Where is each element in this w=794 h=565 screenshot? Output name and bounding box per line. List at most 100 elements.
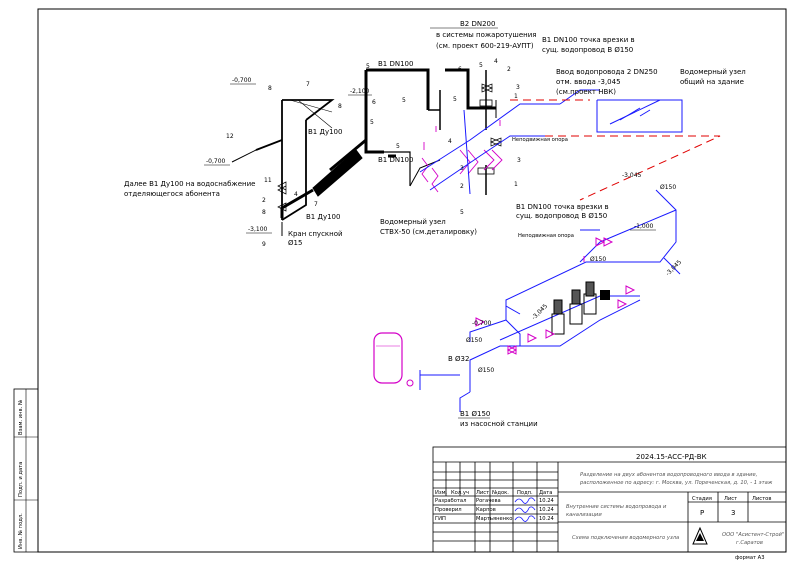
label-b1-cut-top-1: В1 DN100 точка врезки в — [542, 36, 635, 44]
callout-11: 11 — [264, 177, 272, 184]
callout-8c: 8 — [262, 209, 266, 216]
label-drain-2: Ø15 — [288, 239, 302, 247]
label-further-1: Далее В1 Ду100 на водоснабжение — [124, 180, 255, 188]
company-name: ООО "Асистент-Строй" — [722, 532, 784, 538]
sheet-value: 3 — [731, 509, 735, 517]
label-b1-du100-b: В1 Ду100 — [306, 213, 340, 221]
elevation-e2: -0,700 — [206, 158, 226, 165]
col-header-5: Дата — [539, 490, 552, 496]
callout-3b: 3 — [460, 165, 464, 172]
label-b1-cut-top-2: сущ. водопровод В Ø150 — [542, 46, 633, 54]
row-date-1: 10.24 — [539, 507, 555, 513]
label-drain-1: Кран спускной — [288, 230, 343, 238]
label-b1-dn100-a: В1 DN100 — [378, 60, 413, 68]
sheet-frame — [37, 8, 787, 553]
pipe-scheme-lower — [373, 189, 681, 412]
callout-6a: 6 — [458, 66, 462, 73]
blue-pipes-upper — [419, 89, 683, 195]
signature-1 — [514, 506, 536, 513]
label-d150-c: Ø150 — [466, 337, 482, 344]
title-block-text: 2024.15-АСС-РД-ВК Разделение на двух або… — [435, 453, 784, 561]
signature-0 — [514, 497, 536, 504]
row-date-0: 10.24 — [539, 498, 555, 504]
label-further-2: отделяющегося абонента — [124, 190, 220, 198]
callout-5g: 5 — [460, 209, 464, 216]
doc-sheet-title: Схема подключения водомерного узла — [572, 535, 679, 541]
label-fire-project: (см. проект 600-219-АУПТ) — [436, 42, 534, 50]
row-name-0: Рогачева — [476, 498, 501, 504]
label-common-meter-1: Водомерный узел — [680, 68, 746, 76]
callout-8b: 8 — [338, 103, 342, 110]
doc-section-2: канализации — [566, 512, 602, 518]
callout-8a: 8 — [268, 85, 272, 92]
side-stamp-replace: Взам. инв. № — [18, 399, 24, 435]
label-b1-150: В1 Ø150 — [460, 410, 490, 418]
hdr-stage: Стадия — [692, 496, 712, 502]
row-role-2: ГИП — [435, 516, 446, 522]
callout-5b: 5 — [366, 63, 370, 70]
label-from-pump: из насосной станции — [460, 420, 538, 428]
elevation-e9: -0,700 — [472, 320, 492, 327]
side-stamp: Взам. инв. № Подп. и дата Инв. № подл. — [13, 388, 39, 553]
row-name-1: Карпов — [476, 507, 496, 513]
label-support-b: Неподвижная опора — [518, 233, 574, 239]
row-name-2: Мартьяненко — [476, 516, 512, 522]
callout-4c: 4 — [294, 191, 298, 198]
label-input-2-2: отм. ввода -3,045 — [556, 78, 621, 86]
company-logo — [692, 526, 708, 545]
label-input-2-3: (см.проект НВК) — [556, 88, 616, 96]
doc-section-1: Внутренние системы водопровода и — [566, 504, 667, 510]
callout-12: 12 — [226, 133, 234, 140]
label-meter-2: СТВХ-50 (см.деталировку) — [380, 228, 477, 236]
magenta-fittings-upper — [421, 120, 503, 193]
title-block — [432, 446, 787, 553]
callout-5e: 5 — [396, 143, 400, 150]
callout-9: 9 — [262, 241, 266, 248]
row-date-2: 10.24 — [539, 516, 555, 522]
hdr-sheets: Листов — [752, 496, 771, 502]
callout-2a: 2 — [507, 66, 511, 73]
side-stamp-sign-date: Подп. и дата — [18, 462, 24, 497]
callout-1b: 1 — [514, 93, 518, 100]
col-header-0: Изм. — [435, 490, 448, 496]
doc-code: 2024.15-АСС-РД-ВК — [636, 453, 707, 461]
label-common-meter-2: общий на здание — [680, 78, 744, 86]
callout-4a: 4 — [494, 58, 498, 65]
signature-2 — [514, 515, 536, 522]
col-header-2: Лист — [476, 490, 489, 496]
label-input-2-1: Ввод водопровода 2 DN250 — [556, 68, 658, 76]
hdr-sheet: Лист — [724, 496, 737, 502]
callout-2c: 2 — [262, 197, 266, 204]
side-stamp-inventory: Инв. № подл. — [18, 513, 24, 549]
elevation-e4: -3,100 — [248, 226, 268, 233]
label-b1-cut-bot-1: В1 DN100 точка врезки в — [516, 203, 609, 211]
pipe-scheme-upper — [231, 68, 502, 236]
row-role-0: Разработал — [435, 498, 466, 504]
callout-7b: 7 — [314, 201, 318, 208]
callout-5d: 5 — [370, 119, 374, 126]
callout-7a: 7 — [306, 81, 310, 88]
label-b1-cut-bot-2: сущ. водопровод В Ø150 — [516, 212, 607, 220]
callout-4b: 4 — [448, 138, 452, 145]
label-d150-b: Ø150 — [590, 256, 606, 263]
callout-6b: 6 — [372, 99, 376, 106]
label-b2-dn200: В2 DN200 — [460, 20, 495, 28]
label-b32: В Ø32 — [448, 355, 469, 363]
row-role-1: Проверил — [435, 507, 462, 513]
col-header-4: Подп. — [517, 490, 533, 496]
label-d150-a: Ø150 — [660, 184, 676, 191]
elevation-e8: -3,045 — [530, 303, 549, 322]
callout-5a: 5 — [479, 62, 483, 69]
label-support-a: Неподвижная опора — [512, 137, 568, 143]
label-b1-dn100-b: В1 DN100 — [378, 156, 413, 164]
callout-3a: 3 — [516, 84, 520, 91]
drawing-labels: В2 DN200 в системы пожаротушения (см. пр… — [124, 20, 746, 428]
company-city: г.Саратов — [736, 540, 763, 546]
col-header-1: Кол.уч — [451, 490, 469, 496]
callout-5f: 5 — [453, 96, 457, 103]
elevation-e6: -1,000 — [634, 223, 654, 230]
callout-5c: 5 — [402, 97, 406, 104]
label-meter-1: Водомерный узел — [380, 218, 446, 226]
label-d150-d: Ø150 — [478, 367, 494, 374]
